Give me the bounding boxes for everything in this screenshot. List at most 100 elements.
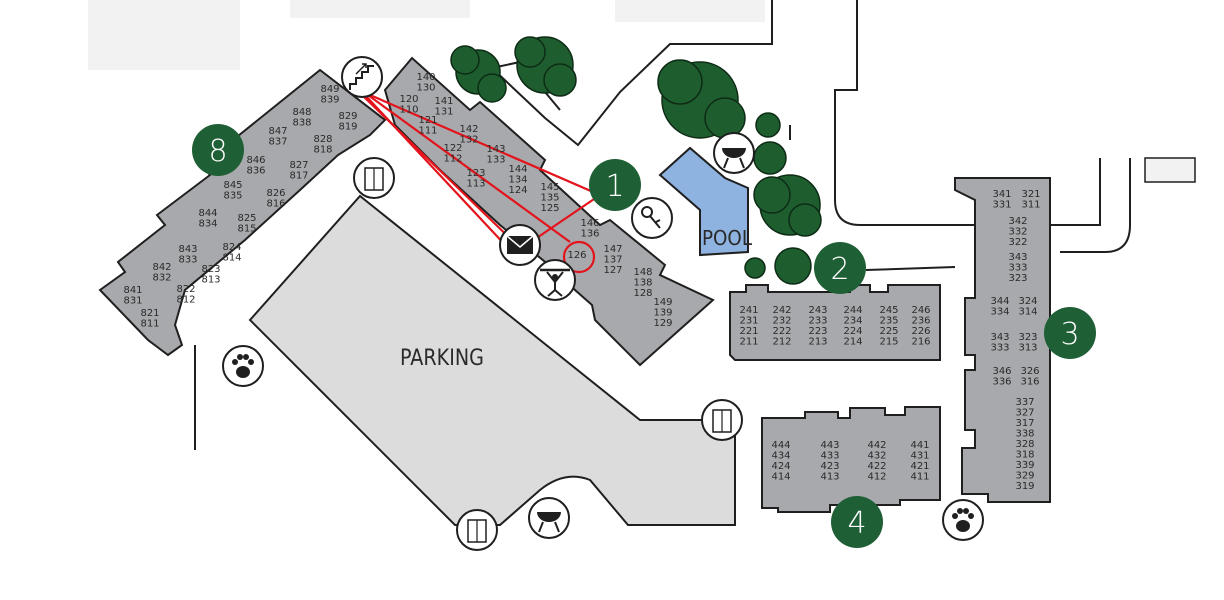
- unit-number: 444: [771, 440, 790, 451]
- unit-number: 225: [879, 326, 898, 337]
- unit-number: 231: [739, 316, 758, 327]
- unit-number: 323: [1018, 332, 1037, 343]
- unit-number: 244: [843, 305, 862, 316]
- unit-number: 442: [867, 440, 886, 451]
- unit-number: 339: [1015, 460, 1034, 471]
- building-badge-2: 2: [814, 242, 866, 294]
- unit-number: 133: [486, 155, 505, 166]
- unit-number: 838: [292, 118, 311, 129]
- unit-number: 422: [867, 461, 886, 472]
- unit-number: 226: [911, 326, 930, 337]
- unit-number: 849: [320, 84, 339, 95]
- unit-number: 125: [540, 203, 559, 214]
- unit-number: 337: [1015, 397, 1034, 408]
- gym-icon: [534, 259, 576, 301]
- unit-number: 831: [123, 296, 142, 307]
- unit-number: 139: [653, 308, 672, 319]
- building-2: [729, 284, 941, 361]
- unit-number: 138: [633, 278, 652, 289]
- unit-number: 826: [266, 188, 285, 199]
- unit-number: 121: [418, 115, 437, 126]
- parking-lot: [248, 194, 736, 526]
- unit-number: 342: [1008, 216, 1027, 227]
- unit-number: 113: [466, 179, 485, 190]
- unit-number: 421: [910, 461, 929, 472]
- unit-number: 213: [808, 337, 827, 348]
- unit-number: 141: [434, 96, 453, 107]
- unit-number: 130: [416, 83, 435, 94]
- unit-number: 829: [338, 111, 357, 122]
- pool: [658, 146, 749, 257]
- unit-number: 837: [268, 137, 287, 148]
- unit-number: 824: [222, 242, 241, 253]
- amenity-icons: [222, 56, 984, 551]
- unit-number: 823: [201, 264, 220, 275]
- unit-number: 832: [152, 273, 171, 284]
- unit-number: 112: [443, 154, 462, 165]
- grill-icon: [528, 497, 570, 539]
- pet-paw-icon: [222, 345, 264, 387]
- unit-number: 110: [399, 105, 418, 116]
- unit-number: 234: [843, 316, 862, 327]
- elevator-icon: [701, 399, 743, 441]
- building-8: [98, 68, 387, 357]
- unit-number: 241: [739, 305, 758, 316]
- unit-number: 333: [1008, 263, 1027, 274]
- building-badge-3: 3: [1044, 307, 1096, 359]
- unit-number: 843: [178, 244, 197, 255]
- unit-number: 334: [990, 307, 1009, 318]
- unit-number: 235: [879, 316, 898, 327]
- trees: [450, 36, 822, 285]
- unit-number: 222: [772, 326, 791, 337]
- unit-number: 236: [911, 316, 930, 327]
- unit-number: 233: [808, 316, 827, 327]
- pool-label: POOL: [702, 226, 753, 250]
- unit-number: 128: [633, 288, 652, 299]
- unit-number: 817: [289, 171, 308, 182]
- unit-number: 140: [416, 72, 435, 83]
- unit-number: 131: [434, 107, 453, 118]
- grill-icon: [713, 132, 755, 174]
- unit-number: 848: [292, 107, 311, 118]
- unit-number: 232: [772, 316, 791, 327]
- unit-number: 836: [246, 166, 265, 177]
- unit-number: 332: [1008, 227, 1027, 238]
- unit-number: 841: [123, 285, 142, 296]
- unit-number: 111: [418, 126, 437, 137]
- building-badge-4: 4: [831, 496, 883, 548]
- unit-number: 331: [992, 200, 1011, 211]
- unit-number: 811: [140, 319, 159, 330]
- unit-number: 129: [653, 318, 672, 329]
- pet-paw-icon: [942, 499, 984, 541]
